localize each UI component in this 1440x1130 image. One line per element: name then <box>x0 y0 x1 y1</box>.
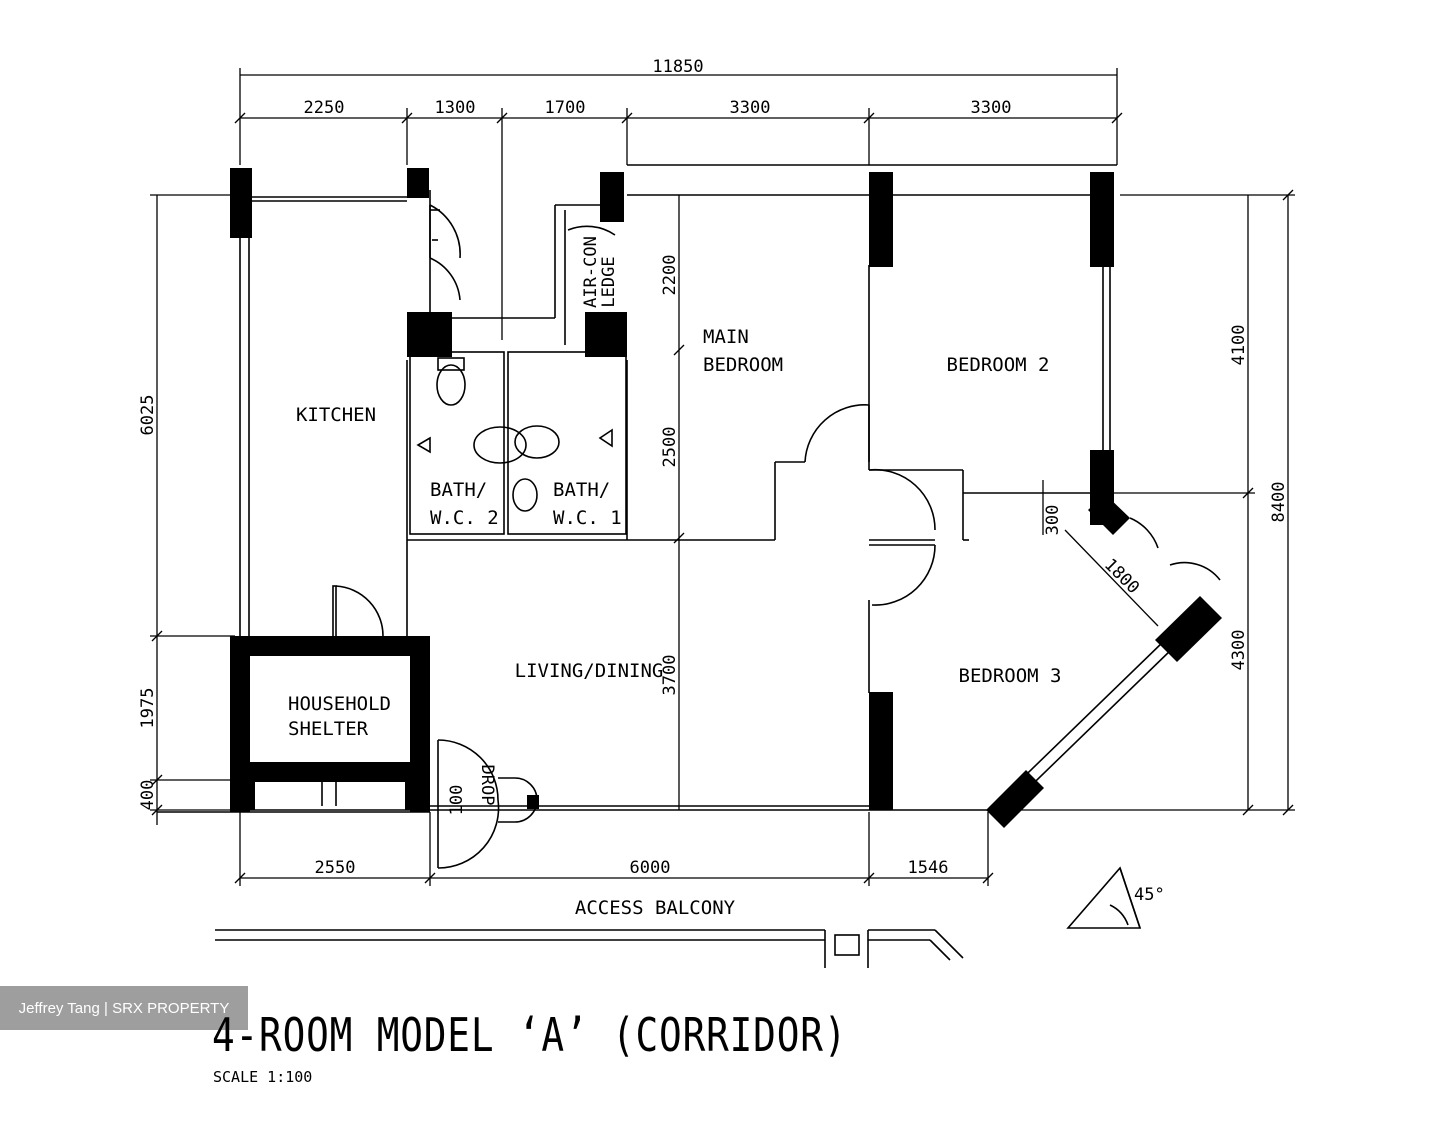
label-access-balcony: ACCESS BALCONY <box>575 897 736 919</box>
dim-left-2: 1975 <box>138 688 158 729</box>
dim-top-4: 3300 <box>730 98 771 118</box>
watermark-banner: Jeffrey Tang | SRX PROPERTY <box>0 986 248 1030</box>
plan-title: 4-ROOM MODEL ‘A’ (CORRIDOR) <box>212 1008 848 1062</box>
label-aircon-line1: AIR-CON <box>581 236 601 308</box>
dim-top-2: 1300 <box>435 98 476 118</box>
label-bedroom-3: BEDROOM 3 <box>959 665 1062 687</box>
label-bath-wc1-line1: BATH/ <box>553 479 610 501</box>
dim-right-2: 4300 <box>1229 630 1249 671</box>
dim-right-total: 8400 <box>1269 482 1289 523</box>
label-refuse-line1: 100 <box>447 785 467 816</box>
dim-300: 300 <box>1043 505 1063 536</box>
door-swings <box>332 204 1221 869</box>
dim-top-5: 3300 <box>971 98 1012 118</box>
dim-1800: 1800 <box>1100 555 1143 598</box>
dim-left-3: 400 <box>138 780 158 811</box>
dim-bottom-3: 1546 <box>908 858 949 878</box>
label-living-dining: LIVING/DINING <box>515 660 664 682</box>
dim-top-3: 1700 <box>545 98 586 118</box>
label-bedroom-2: BEDROOM 2 <box>947 354 1050 376</box>
partition-lines <box>157 164 1174 968</box>
label-aircon-line2: LEDGE <box>599 256 619 307</box>
structural-walls <box>230 168 1222 828</box>
label-refuse-line2: DROP <box>477 765 497 806</box>
dim-bottom-1: 2550 <box>315 858 356 878</box>
dim-bottom-2: 6000 <box>630 858 671 878</box>
label-main-bedroom-line1: MAIN <box>703 326 749 348</box>
label-shelter-line1: HOUSEHOLD <box>288 693 391 715</box>
dim-top-1: 2250 <box>304 98 345 118</box>
label-bath-wc2-line2: W.C. 2 <box>430 507 499 529</box>
dim-left-1: 6025 <box>138 395 158 436</box>
label-kitchen: KITCHEN <box>296 404 376 426</box>
dim-2500: 2500 <box>660 427 680 468</box>
dim-2200: 2200 <box>660 255 680 296</box>
label-main-bedroom-line2: BEDROOM <box>703 354 783 376</box>
label-bath-wc1-line2: W.C. 1 <box>553 507 622 529</box>
angle-label: 45° <box>1134 885 1165 905</box>
dim-3700: 3700 <box>660 655 680 696</box>
dimension-lines <box>150 68 1295 886</box>
dim-top-total: 11850 <box>652 57 703 77</box>
label-bath-wc2-line1: BATH/ <box>430 479 487 501</box>
label-shelter-line2: SHELTER <box>288 718 369 740</box>
sanitary-fixtures <box>430 209 560 512</box>
plan-scale: SCALE 1:100 <box>213 1068 313 1086</box>
room-labels: KITCHEN MAIN BEDROOM BEDROOM 2 BEDROOM 3… <box>288 236 1061 919</box>
dim-right-1: 4100 <box>1229 325 1249 366</box>
